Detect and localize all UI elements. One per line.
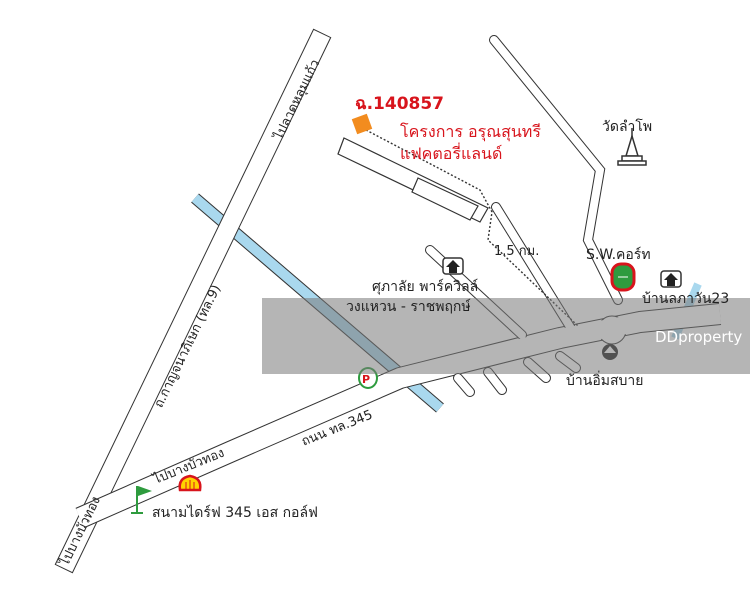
road-kanchanaphisek bbox=[54, 28, 332, 574]
project-name-line2: แฟคตอรี่แลนด์ bbox=[400, 144, 503, 163]
golf-flag-icon bbox=[131, 486, 152, 514]
home-icon-lapawan bbox=[660, 270, 682, 288]
stadium-icon bbox=[610, 262, 636, 292]
project-name-line1: โครงการ อรุณสุนทรี bbox=[400, 122, 541, 141]
distance-label: 1.5 กม. bbox=[494, 244, 540, 259]
village-imsabai-label: บ้านอิ่มสบาย bbox=[566, 373, 644, 389]
watermark-band bbox=[262, 298, 750, 374]
project-code: ฉ.140857 bbox=[355, 94, 445, 114]
golf-label: สนามไดร์ฟ 345 เอส กอล์ฟ bbox=[152, 505, 318, 521]
village-lapawan-label: บ้านลภาวัน23 bbox=[642, 291, 730, 307]
svg-text:P: P bbox=[362, 373, 370, 386]
route-dotted bbox=[365, 129, 579, 327]
temple-icon bbox=[617, 128, 647, 166]
temple-label: วัดลำโพ bbox=[602, 119, 653, 135]
watermark-text: DDproperty bbox=[655, 328, 743, 346]
supalai-label-line2: วงแหวน - ราชพฤกษ์ bbox=[346, 299, 471, 315]
project-marker bbox=[351, 113, 373, 135]
shell-fuel-icon bbox=[178, 474, 202, 492]
project-roads bbox=[337, 137, 489, 223]
home-icon-supalai bbox=[442, 257, 464, 275]
supalai-label-line1: ศุภาลัย พาร์ควิลล์ bbox=[372, 279, 479, 295]
sport-club-label: S.W.คอร์ท bbox=[586, 247, 651, 263]
